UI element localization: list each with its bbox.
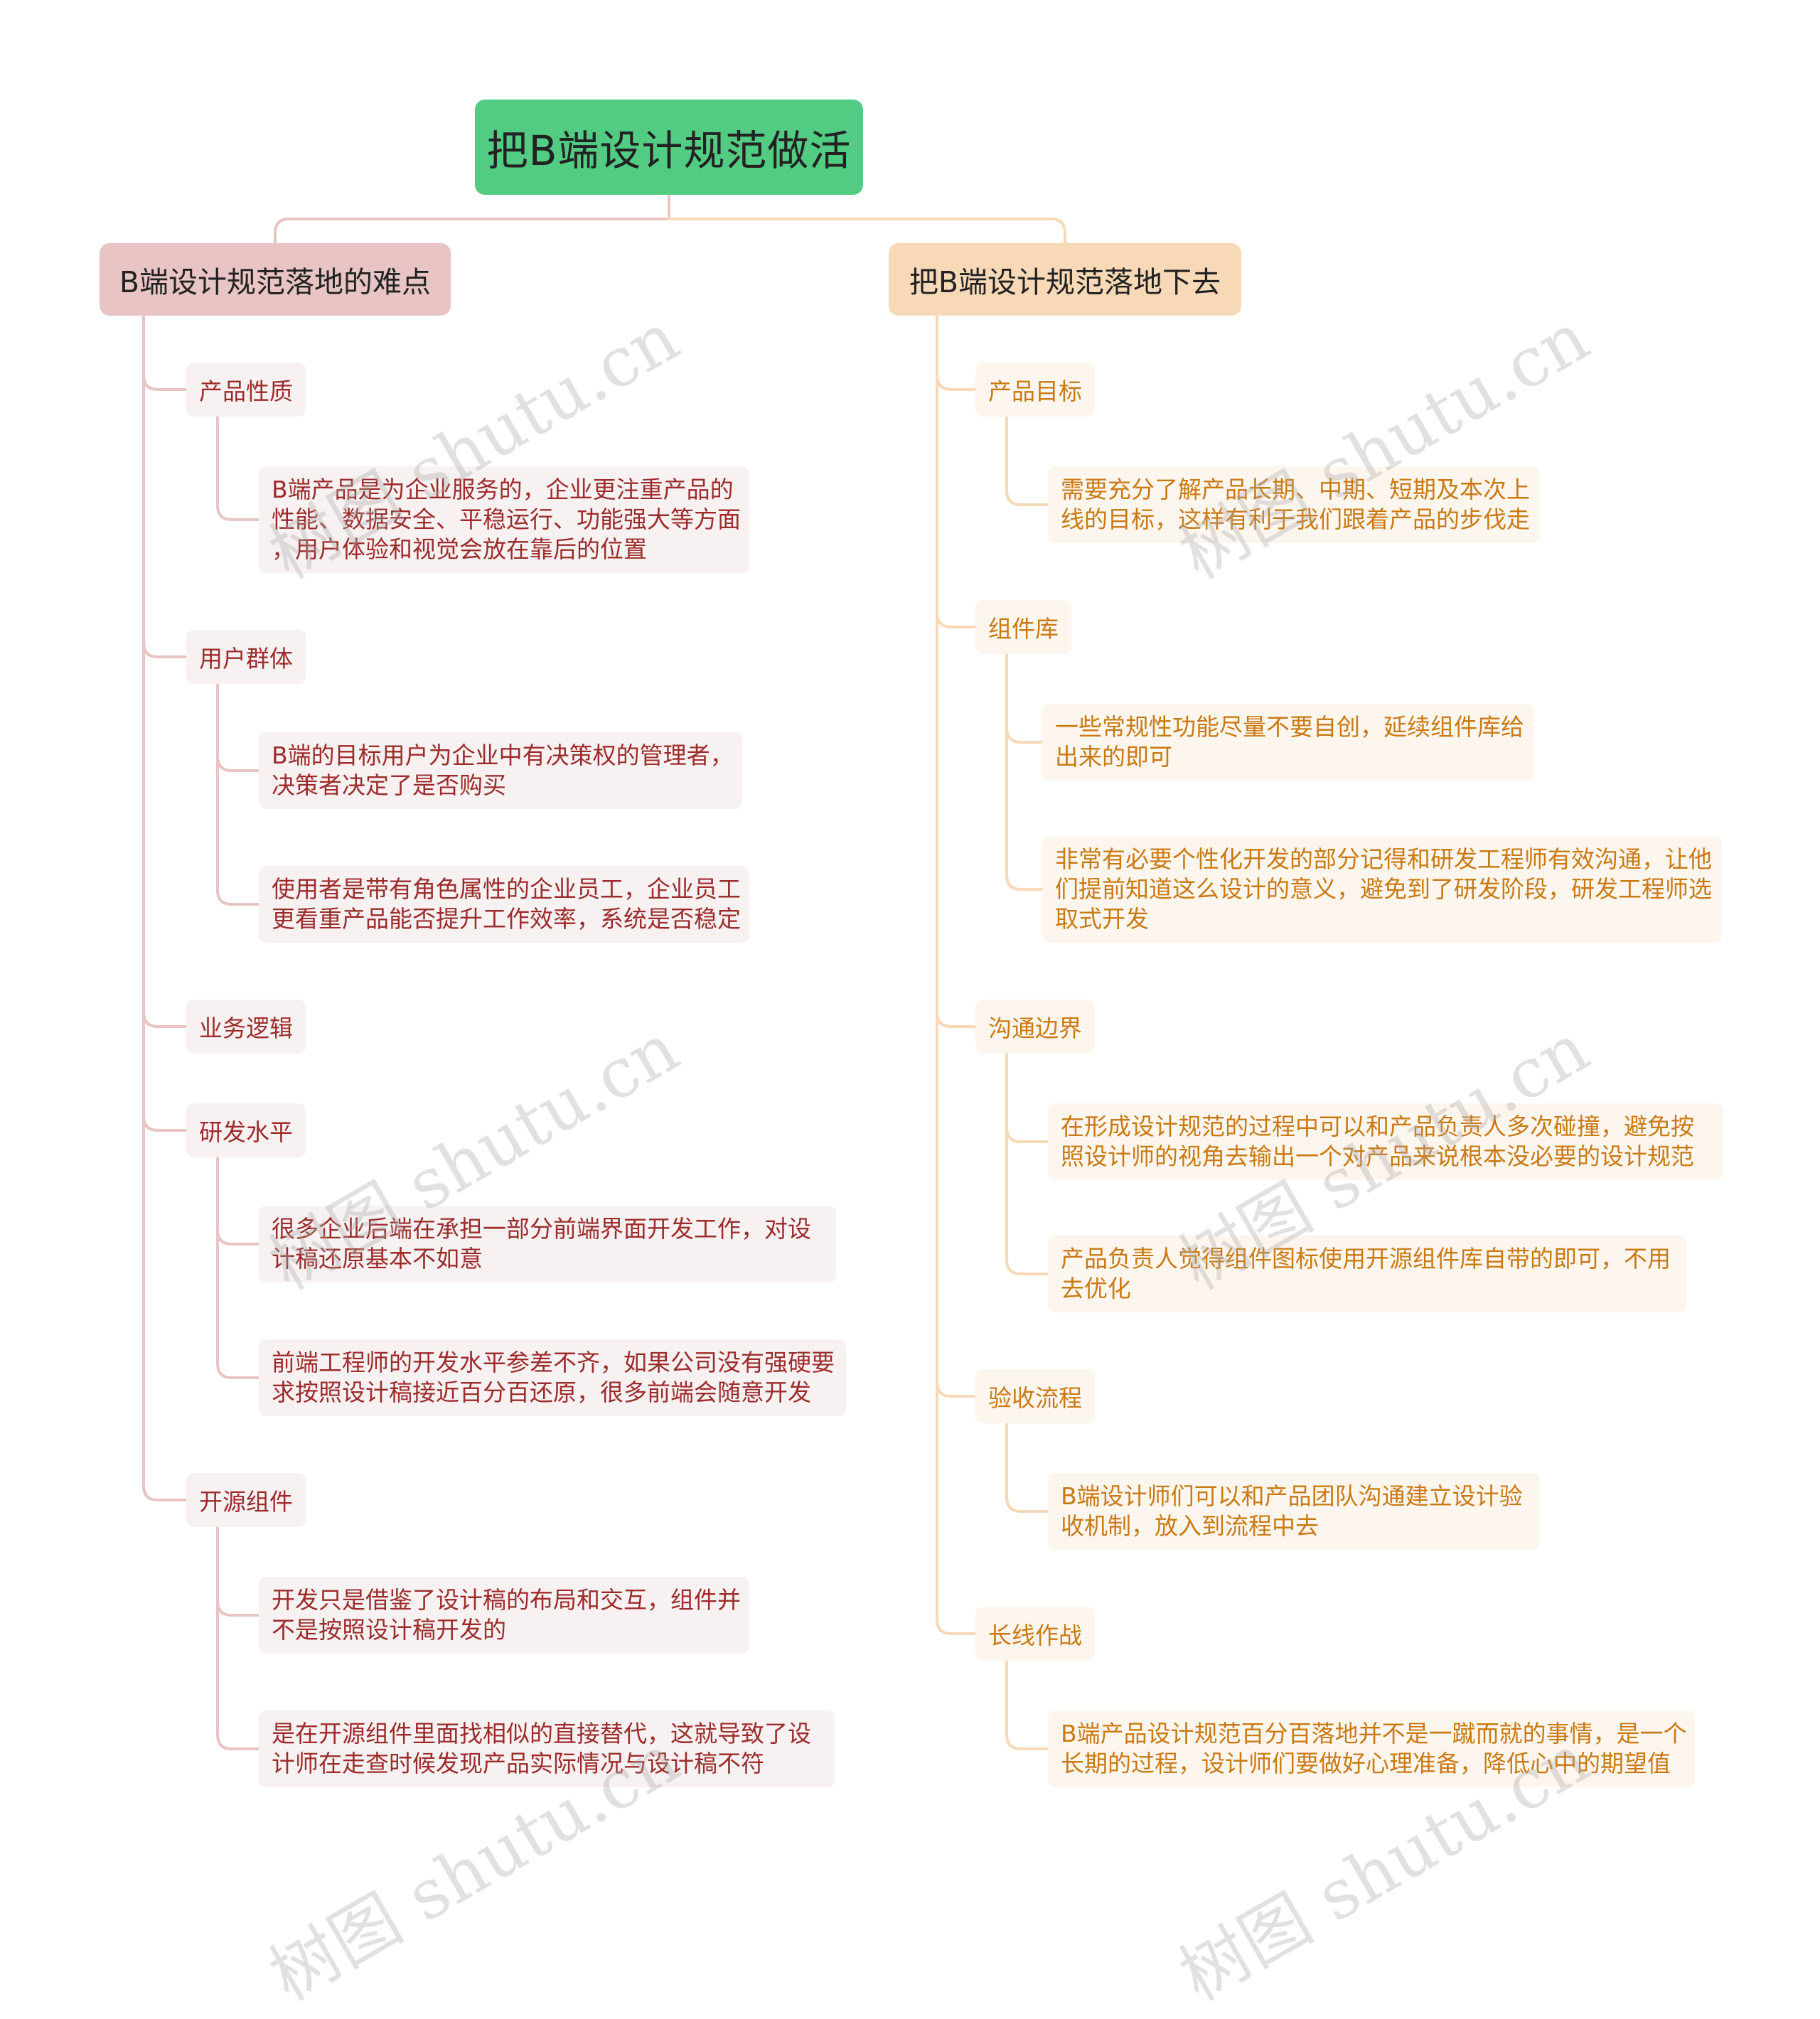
left-leaf-connector	[216, 1526, 260, 1617]
right-topic-connector	[936, 314, 977, 1028]
left-leaf-connector	[216, 1156, 260, 1246]
leaf-line: 需要充分了解产品长期、中期、短期及本次上	[1061, 476, 1530, 503]
leaf-line: B端设计师们可以和产品团队沟通建立设计验	[1061, 1482, 1523, 1510]
topic-product-goal[interactable]: 产品目标	[975, 363, 1095, 417]
leaf-user-group-2[interactable]: 使用者是带有角色属性的企业员工，企业员工 更看重产品能否提升工作效率，系统是否稳…	[259, 866, 749, 943]
left-leaf-connector	[216, 415, 260, 521]
left-topic-connector	[142, 314, 188, 1028]
leaf-product-nature-1[interactable]: B端产品是为企业服务的，企业更注重产品的 性能、数据安全、平稳运行、功能强大等方…	[259, 466, 749, 573]
right-topic-connector	[936, 314, 977, 1398]
leaf-component-library-1[interactable]: 一些常规性功能尽量不要自创，延续组件库给 出来的即可	[1042, 704, 1534, 781]
leaf-line: 在形成设计规范的过程中可以和产品负责人多次碰撞，避免按	[1061, 1113, 1694, 1140]
topic-acceptance-process[interactable]: 验收流程	[975, 1369, 1095, 1423]
topic-communication-boundary[interactable]: 沟通边界	[975, 1000, 1095, 1054]
connector-lines	[142, 193, 1066, 1750]
leaf-line: 是在开源组件里面找相似的直接替代，这就导致了设	[272, 1720, 811, 1747]
left-topic-connector	[142, 314, 188, 1132]
leaf-line: 们提前知道这么设计的意义，避免到了研发阶段，研发工程师选	[1055, 875, 1712, 903]
topic-product-nature[interactable]: 产品性质	[186, 363, 306, 417]
leaf-line: 一些常规性功能尽量不要自创，延续组件库给	[1055, 713, 1524, 741]
left-leaf-connector	[216, 1156, 260, 1379]
leaf-line: 决策者决定了是否购买	[272, 771, 506, 799]
right-topic-connector	[936, 314, 977, 391]
leaf-line: 产品负责人觉得组件图标使用开源组件库自带的即可，不用	[1061, 1245, 1671, 1273]
topic-user-group[interactable]: 用户群体	[186, 630, 306, 684]
leaf-line: 前端工程师的开发水平参差不齐，如果公司没有强硬要	[272, 1349, 835, 1376]
leaf-line: 很多企业后端在承担一部分前端界面开发工作，对设	[272, 1215, 811, 1243]
topic-long-term[interactable]: 长线作战	[975, 1607, 1095, 1661]
leaf-user-group-1[interactable]: B端的目标用户为企业中有决策权的管理者， 决策者决定了是否购买	[259, 732, 742, 809]
left-leaf-connector	[216, 682, 260, 772]
leaf-line: 长期的过程，设计师们要做好心理准备，降低心中的期望值	[1061, 1750, 1671, 1777]
leaf-long-term-1[interactable]: B端产品设计规范百分百落地并不是一蹴而就的事情，是一个 长期的过程，设计师们要做…	[1048, 1710, 1695, 1787]
leaf-line: 求按照设计稿接近百分百还原，很多前端会随意开发	[272, 1378, 811, 1406]
right-leaf-connector	[1005, 653, 1044, 891]
leaf-dev-level-2[interactable]: 前端工程师的开发水平参差不齐，如果公司没有强硬要 求按照设计稿接近百分百还原，很…	[259, 1339, 846, 1416]
leaf-line: 线的目标，这样有利于我们跟着产品的步伐走	[1061, 505, 1530, 533]
leaf-component-library-2[interactable]: 非常有必要个性化开发的部分记得和研发工程师有效沟通，让他 们提前知道这么设计的意…	[1042, 836, 1722, 943]
right-leaf-connector	[1005, 415, 1049, 506]
leaf-line: 开发只是借鉴了设计稿的布局和交互，组件并	[272, 1586, 741, 1614]
left-leaf-connector	[216, 1526, 260, 1750]
root-node[interactable]: 把B端设计规范做活	[475, 100, 863, 195]
leaf-line: 计稿还原基本不如意	[272, 1245, 483, 1273]
right-leaf-connector	[1005, 1052, 1049, 1143]
leaf-line: 不是按照设计稿开发的	[272, 1616, 506, 1644]
right-leaf-connector	[1005, 1659, 1049, 1750]
leaf-line: 使用者是带有角色属性的企业员工，企业员工	[272, 875, 741, 903]
leaf-line: ，用户体验和视觉会放在靠后的位置	[272, 535, 647, 563]
topic-open-source[interactable]: 开源组件	[186, 1473, 306, 1527]
leaf-line: B端产品设计规范百分百落地并不是一蹴而就的事情，是一个	[1061, 1720, 1687, 1747]
leaf-dev-level-1[interactable]: 很多企业后端在承担一部分前端界面开发工作，对设 计稿还原基本不如意	[259, 1206, 836, 1282]
leaf-communication-boundary-2[interactable]: 产品负责人觉得组件图标使用开源组件库自带的即可，不用 去优化	[1048, 1236, 1686, 1312]
leaf-acceptance-process-1[interactable]: B端设计师们可以和产品团队沟通建立设计验 收机制，放入到流程中去	[1048, 1473, 1540, 1550]
leaf-line: 更看重产品能否提升工作效率，系统是否稳定	[272, 905, 741, 933]
leaf-open-source-2[interactable]: 是在开源组件里面找相似的直接替代，这就导致了设 计师在走查时候发现产品实际情况与…	[259, 1710, 835, 1787]
leaf-line: 计师在走查时候发现产品实际情况与设计稿不符	[272, 1750, 764, 1777]
leaf-line: 去优化	[1061, 1275, 1131, 1302]
leaf-line: B端产品是为企业服务的，企业更注重产品的	[272, 476, 734, 503]
left-topic-connector	[142, 314, 188, 391]
left-leaf-connector	[216, 682, 260, 906]
leaf-line: B端的目标用户为企业中有决策权的管理者，	[272, 741, 734, 769]
branch-left[interactable]: B端设计规范落地的难点	[100, 243, 451, 316]
topic-component-library[interactable]: 组件库	[975, 600, 1071, 654]
topic-business-logic[interactable]: 业务逻辑	[186, 1000, 306, 1054]
branch-right[interactable]: 把B端设计规范落地下去	[889, 243, 1241, 316]
leaf-open-source-1[interactable]: 开发只是借鉴了设计稿的布局和交互，组件并 不是按照设计稿开发的	[259, 1577, 749, 1654]
leaf-line: 性能、数据安全、平稳运行、功能强大等方面	[272, 505, 741, 533]
right-leaf-connector	[1005, 653, 1044, 744]
topic-dev-level[interactable]: 研发水平	[186, 1103, 306, 1157]
right-leaf-connector	[1005, 1052, 1049, 1275]
leaf-communication-boundary-1[interactable]: 在形成设计规范的过程中可以和产品负责人多次碰撞，避免按 照设计师的视角去输出一个…	[1048, 1103, 1723, 1180]
leaf-line: 照设计师的视角去输出一个对产品来说根本没必要的设计规范	[1061, 1142, 1694, 1170]
right-topic-connector	[936, 314, 977, 1635]
right-topic-connector	[936, 314, 977, 628]
left-topic-connector	[142, 314, 188, 658]
right-leaf-connector	[1005, 1422, 1049, 1513]
leaf-line: 非常有必要个性化开发的部分记得和研发工程师有效沟通，让他	[1055, 845, 1712, 873]
left-topic-connector	[142, 314, 188, 1501]
leaf-product-goal-1[interactable]: 需要充分了解产品长期、中期、短期及本次上 线的目标，这样有利于我们跟着产品的步伐…	[1048, 466, 1540, 543]
leaf-line: 出来的即可	[1055, 743, 1172, 771]
root-left-connector	[274, 193, 670, 245]
leaf-line: 收机制，放入到流程中去	[1061, 1512, 1319, 1540]
mindmap-canvas: 把B端设计规范做活 B端设计规范落地的难点 把B端设计规范落地下去 产品性质 B…	[100, 100, 1723, 2016]
root-right-connector	[668, 218, 1066, 245]
leaf-line: 取式开发	[1055, 905, 1149, 933]
